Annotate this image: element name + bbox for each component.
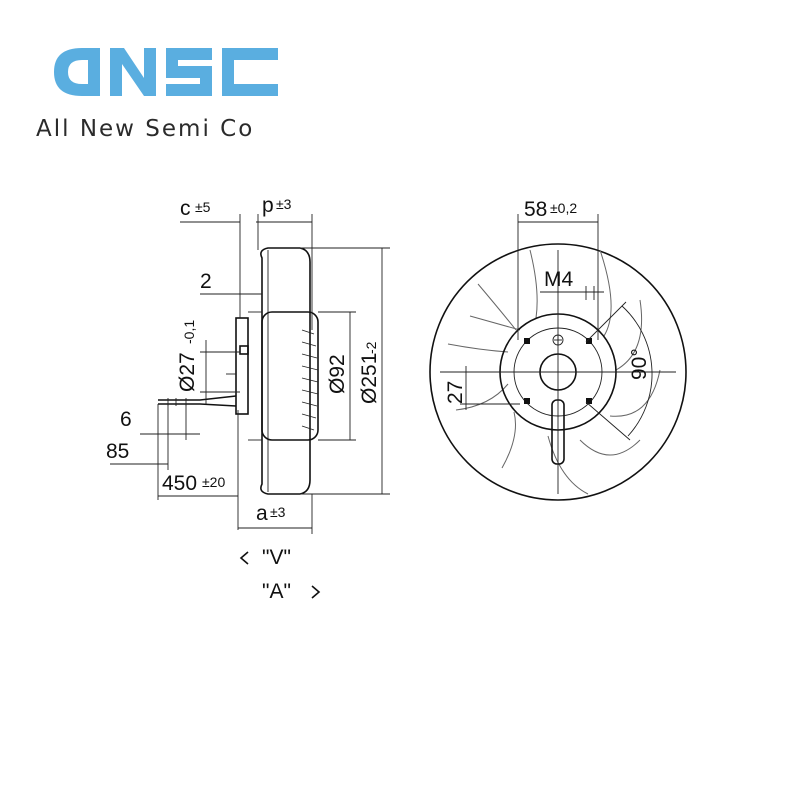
chevron-right-icon [311,585,321,599]
ansc-logo [54,48,278,96]
view-label-a: "A" [262,580,291,603]
dim-m4: M4 [544,268,573,291]
dim-p: p [262,194,274,217]
dim-6: 6 [120,408,132,431]
dim-251-tol: -2 [363,341,379,354]
company-name: All New Semi Co [36,116,255,142]
dim-p-tol: ±3 [276,196,292,212]
view-label-v: "V" [262,546,291,569]
front-view: 58 ±0,2 M4 27 90° [429,198,687,501]
dim-27-side-tol: -0,1 [181,320,197,344]
dim-92: Ø92 [326,354,349,394]
dim-90-deg: 90° [628,348,651,380]
dim-2: 2 [200,270,212,293]
side-view: c ±5 p ±3 2 Ø27 -0,1 Ø92 Ø251 -2 6 85 45… [106,194,390,603]
dim-a-tol: ±3 [270,504,286,520]
dim-a: a [256,502,268,525]
dim-450: 450 [162,472,197,495]
dim-58: 58 [524,198,547,221]
dim-27-side: Ø27 [176,352,199,392]
chevron-left-icon [239,551,249,565]
dim-c-tol: ±5 [195,199,211,215]
dim-58-tol: ±0,2 [550,200,577,216]
dim-85: 85 [106,440,129,463]
dim-c: c [180,197,191,220]
dim-450-tol: ±20 [202,474,225,490]
dim-251: Ø251 [358,353,381,404]
dim-27-front: 27 [444,381,467,404]
